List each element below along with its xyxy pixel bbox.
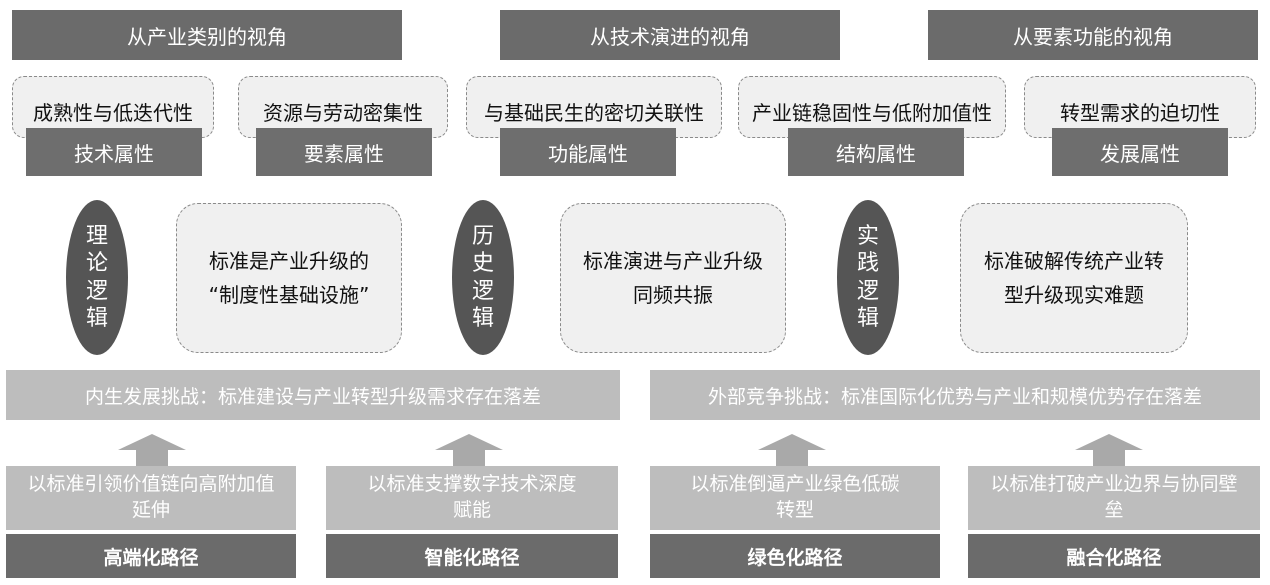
challenge-text: 内生发展挑战：标准建设与产业转型升级需求存在落差: [84, 385, 541, 408]
up-arrow-icon: [435, 434, 503, 466]
attribute-desc: 资源与劳动密集性: [263, 101, 423, 125]
perspective-header-factor-function: 从要素功能的视角: [928, 10, 1258, 60]
path-desc-line: 转型: [775, 499, 814, 521]
attribute-desc-box: 转型需求的迫切性: [1024, 76, 1256, 138]
path-desc-box: 以标准引领价值链向高附加值 延伸: [6, 466, 296, 530]
perspective-label: 从产业类别的视角: [127, 24, 287, 49]
logic-char: 辑: [471, 306, 494, 331]
attribute-name: 功能属性: [548, 141, 628, 166]
path-desc-line: 赋能: [452, 499, 491, 521]
attribute-desc-box: 产业链稳固性与低附加值性: [738, 76, 1006, 138]
path-title-text: 绿色化路径: [747, 546, 843, 569]
challenge-bar-internal: 内生发展挑战：标准建设与产业转型升级需求存在落差: [6, 370, 620, 420]
logic-statement-box: 标准破解传统产业转 型升级现实难题: [960, 203, 1188, 353]
logic-char: 辑: [856, 306, 879, 331]
path-title-text: 高端化路径: [103, 546, 199, 569]
path-desc-line: 以标准倒逼产业绿色低碳: [690, 473, 900, 496]
logic-char: 历: [471, 223, 494, 249]
logic-char: 逻: [856, 278, 879, 304]
attribute-desc: 与基础民生的密切关联性: [484, 101, 704, 125]
attribute-desc-box: 成熟性与低迭代性: [12, 76, 214, 138]
logic-char: 逻: [471, 278, 494, 304]
logic-statement-line: 型升级现实难题: [1004, 283, 1144, 307]
path-title-text: 智能化路径: [424, 546, 520, 569]
attribute-label-box: 要素属性: [256, 128, 432, 176]
attribute-desc: 产业链稳固性与低附加值性: [752, 101, 992, 125]
logic-statement-line: 标准演进与产业升级: [583, 249, 763, 273]
up-arrow-icon: [758, 434, 826, 466]
logic-char: 论: [85, 251, 108, 276]
path-desc-line: 垒: [1104, 499, 1124, 521]
attribute-label-box: 功能属性: [500, 128, 676, 176]
path-desc-box: 以标准支撑数字技术深度 赋能: [326, 466, 618, 530]
logic-statement-box: 标准演进与产业升级 同频共振: [560, 203, 786, 353]
attribute-label-box: 发展属性: [1052, 128, 1228, 176]
path-desc-box: 以标准打破产业边界与协同壁 垒: [968, 466, 1260, 530]
attribute-label-box: 结构属性: [788, 128, 964, 176]
attribute-name: 发展属性: [1100, 141, 1180, 166]
logic-statement-line: 标准破解传统产业转: [984, 249, 1164, 273]
logic-char: 辑: [85, 306, 108, 331]
attribute-name: 要素属性: [304, 141, 384, 166]
logic-oval-theory: 理 论 逻 辑: [66, 200, 128, 355]
path-desc-line: 延伸: [131, 499, 170, 521]
perspective-header-industry-category: 从产业类别的视角: [12, 10, 402, 60]
attribute-name: 结构属性: [836, 141, 916, 166]
logic-statement-line: “制度性基础设施”: [208, 283, 370, 307]
path-title-integration: 融合化路径: [968, 534, 1260, 578]
challenge-text: 外部竞争挑战：标准国际化优势与产业和规模优势存在落差: [707, 385, 1202, 408]
attribute-desc-box: 与基础民生的密切关联性: [466, 76, 722, 138]
logic-char: 实: [856, 223, 879, 249]
attribute-name: 技术属性: [74, 141, 154, 166]
path-desc-line: 以标准打破产业边界与协同壁: [990, 473, 1238, 496]
logic-char: 践: [856, 251, 879, 276]
attribute-desc: 转型需求的迫切性: [1060, 101, 1220, 125]
path-title-text: 融合化路径: [1066, 546, 1162, 569]
attribute-label-box: 技术属性: [26, 128, 202, 176]
up-arrow-icon: [1075, 434, 1143, 466]
path-title-high-end: 高端化路径: [6, 534, 296, 578]
logic-char: 逻: [85, 278, 108, 304]
challenge-bar-external: 外部竞争挑战：标准国际化优势与产业和规模优势存在落差: [650, 370, 1260, 420]
logic-oval-history: 历 史 逻 辑: [452, 200, 514, 355]
up-arrow-icon: [118, 434, 186, 466]
perspective-label: 从技术演进的视角: [590, 24, 750, 49]
logic-statement-line: 同频共振: [633, 283, 713, 307]
logic-char: 理: [85, 223, 108, 249]
path-desc-line: 以标准引领价值链向高附加值: [27, 473, 275, 496]
attribute-desc: 成熟性与低迭代性: [33, 101, 193, 125]
path-desc-box: 以标准倒逼产业绿色低碳 转型: [650, 466, 940, 530]
path-title-green: 绿色化路径: [650, 534, 940, 578]
path-desc-line: 以标准支撑数字技术深度: [367, 473, 577, 496]
path-title-intelligent: 智能化路径: [326, 534, 618, 578]
logic-statement-box: 标准是产业升级的 “制度性基础设施”: [176, 203, 402, 353]
perspective-label: 从要素功能的视角: [1013, 24, 1173, 49]
logic-statement-line: 标准是产业升级的: [209, 249, 369, 273]
perspective-header-tech-evolution: 从技术演进的视角: [500, 10, 840, 60]
logic-char: 史: [471, 251, 494, 276]
logic-oval-practice: 实 践 逻 辑: [837, 200, 899, 355]
